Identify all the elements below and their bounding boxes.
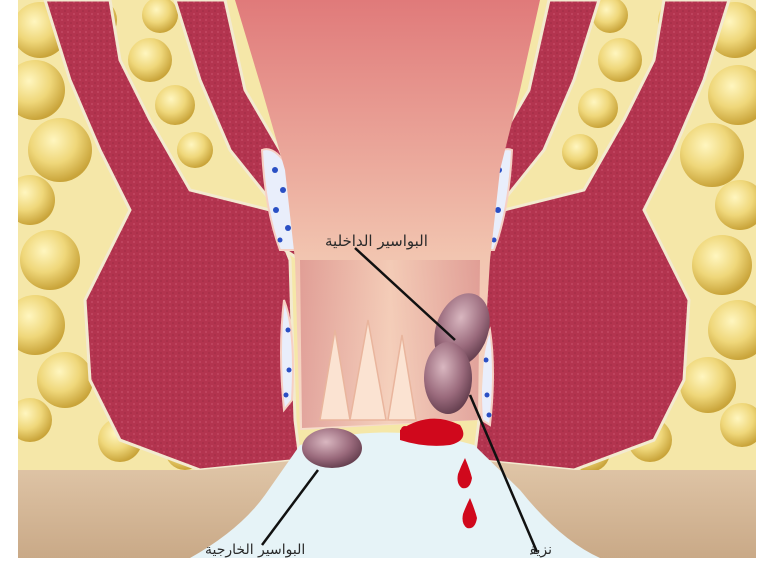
external-hemorrhoid — [302, 428, 362, 468]
external-hemorrhoids-label: البواسير الخارجية — [205, 542, 305, 558]
internal-hemorrhoid-2 — [424, 342, 472, 414]
internal-hemorrhoids-label: البواسير الداخلية — [325, 232, 428, 250]
anal-columns — [320, 320, 416, 420]
bleeding-label: نزيف — [530, 542, 552, 558]
